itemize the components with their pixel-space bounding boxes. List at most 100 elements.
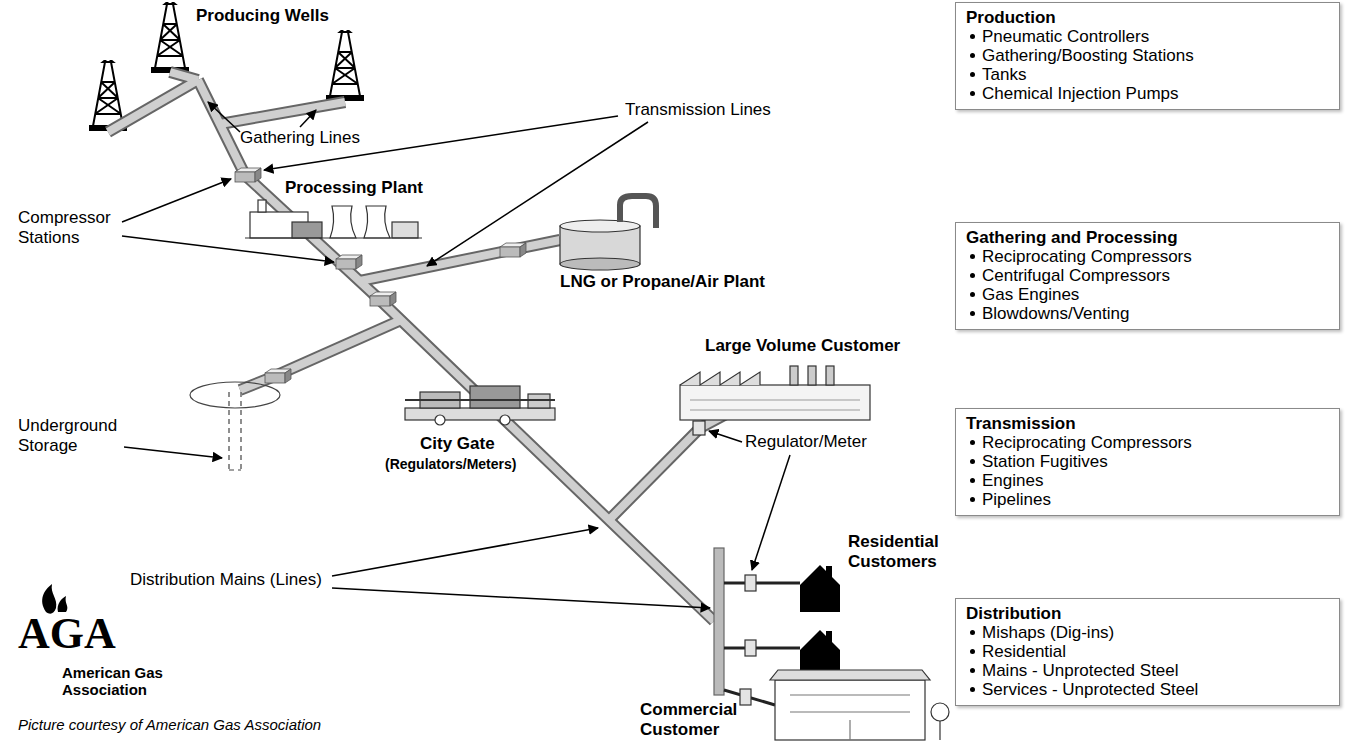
pipeline-outline (108, 72, 730, 621)
bullet-item: Gas Engines (966, 285, 1329, 304)
distribution-main-bar-part (714, 548, 724, 695)
pipeline-outline-part (198, 80, 714, 621)
compressor-station-symbols-part (336, 255, 362, 269)
city-gate-drawing-part (405, 408, 555, 420)
commercial-building (770, 670, 949, 740)
category-box: DistributionMishaps (Dig-ins)Residential… (955, 598, 1340, 706)
bullet-item: Reciprocating Compressors (966, 433, 1329, 452)
pipeline-fill-part (360, 240, 560, 281)
leader-arrows-part (427, 122, 648, 266)
pipeline-fill-part (240, 320, 401, 390)
box-heading: Distribution (966, 604, 1329, 623)
bullet-item: Pneumatic Controllers (966, 27, 1329, 46)
facility-label: LNG or Propane/Air Plant (560, 272, 765, 292)
compressor-station-symbols (235, 168, 526, 383)
house-icons-part (826, 631, 832, 643)
oil-derricks (89, 0, 364, 131)
underground-storage-drawing-part (190, 382, 280, 408)
city-gate-drawing-part (435, 415, 445, 425)
meter-symbols-part (693, 421, 705, 435)
lng-tank-drawing-part (560, 220, 640, 232)
bullet-item: Mains - Unprotected Steel (966, 661, 1329, 680)
pipe-label: Gathering Lines (240, 128, 360, 148)
leader-arrows-part (332, 528, 598, 576)
large-customer-building-part (690, 400, 860, 410)
pipeline-outline-part (108, 72, 345, 132)
underground-storage-drawing (190, 382, 280, 470)
house-icons-part (800, 565, 840, 612)
leader-arrows-part (122, 179, 231, 222)
large-customer-building-part (680, 372, 760, 385)
equipment-label: Regulator/Meter (745, 432, 867, 452)
leader-arrows-part (709, 431, 742, 442)
facility-label: Underground Storage (18, 416, 130, 455)
facility-label: City Gate (420, 434, 495, 454)
oil-derricks-part (151, 0, 189, 73)
large-customer-building-part (680, 385, 870, 420)
leader-arrows-part (332, 588, 710, 608)
pipeline-outline-part (360, 240, 560, 281)
leader-arrows-part (122, 236, 334, 262)
logo-name: American Gas Association (62, 664, 187, 699)
pipeline-fill (108, 72, 730, 621)
aga-flame-logo-part (58, 596, 68, 612)
processing-plant-drawing-part (258, 200, 266, 212)
bullet-item: Services - Unprotected Steel (966, 680, 1329, 699)
meter-symbols-part (740, 689, 751, 705)
leader-arrows-part (208, 102, 240, 132)
logo-text: AGA (18, 612, 116, 656)
credit-caption: Picture courtesy of American Gas Associa… (18, 716, 321, 733)
processing-plant-drawing (245, 200, 422, 238)
box-heading: Transmission (966, 414, 1329, 433)
compressor-station-symbols-part (370, 292, 396, 306)
house-icons-part (826, 566, 832, 578)
processing-plant-drawing-part (364, 206, 390, 238)
bullet-item: Chemical Injection Pumps (966, 84, 1329, 103)
city-gate-drawing-part (405, 399, 555, 401)
customer-label: Residential Customers (848, 532, 956, 571)
lng-tank-drawing (560, 196, 656, 270)
city-gate-drawing-part (500, 415, 510, 425)
bullet-item: Blowdowns/Venting (966, 304, 1329, 323)
facility-sublabel: (Regulators/Meters) (385, 456, 516, 472)
facility-label: Compressor Stations (18, 208, 123, 247)
commercial-building-part (790, 695, 910, 740)
commercial-building-part (931, 703, 949, 721)
large-customer-building (680, 366, 870, 420)
aga-flame-logo-part (42, 584, 56, 614)
city-gate-drawing-part (470, 386, 520, 408)
bullet-item: Mishaps (Dig-ins) (966, 623, 1329, 642)
oil-derricks-part (326, 28, 364, 101)
house-icons (800, 565, 840, 677)
commercial-building-part (770, 670, 930, 680)
lng-tank-drawing-part (560, 258, 640, 270)
city-gate-drawing (405, 386, 555, 425)
bullet-item: Centrifugal Compressors (966, 266, 1329, 285)
meter-symbols-part (745, 575, 756, 591)
pipe-label: Transmission Lines (625, 100, 771, 120)
large-customer-building-part (826, 366, 834, 385)
bullet-item: Reciprocating Compressors (966, 247, 1329, 266)
customer-label: Large Volume Customer (705, 336, 900, 356)
commercial-building-part (775, 680, 925, 740)
leader-arrows-part (300, 110, 316, 127)
pipeline-outline-part (240, 320, 401, 390)
processing-plant-drawing-part (392, 222, 418, 238)
processing-plant-drawing-part (245, 237, 422, 238)
box-heading: Production (966, 8, 1329, 27)
large-customer-building-part (808, 366, 816, 385)
commercial-building-part (939, 721, 940, 740)
pipeline-fill-part (609, 412, 730, 520)
pipeline-outline-part (609, 412, 730, 520)
compressor-station-symbols-part (265, 369, 291, 383)
meter-symbols-part (745, 640, 756, 656)
meter-symbols (693, 421, 756, 705)
bullet-item: Residential (966, 642, 1329, 661)
box-heading: Gathering and Processing (966, 228, 1329, 247)
processing-plant-drawing-part (330, 206, 356, 238)
compressor-station-symbols-part (235, 168, 261, 182)
bullet-item: Gathering/Boosting Stations (966, 46, 1329, 65)
facility-label: Processing Plant (285, 178, 423, 198)
pipeline-fill-part (108, 72, 345, 132)
